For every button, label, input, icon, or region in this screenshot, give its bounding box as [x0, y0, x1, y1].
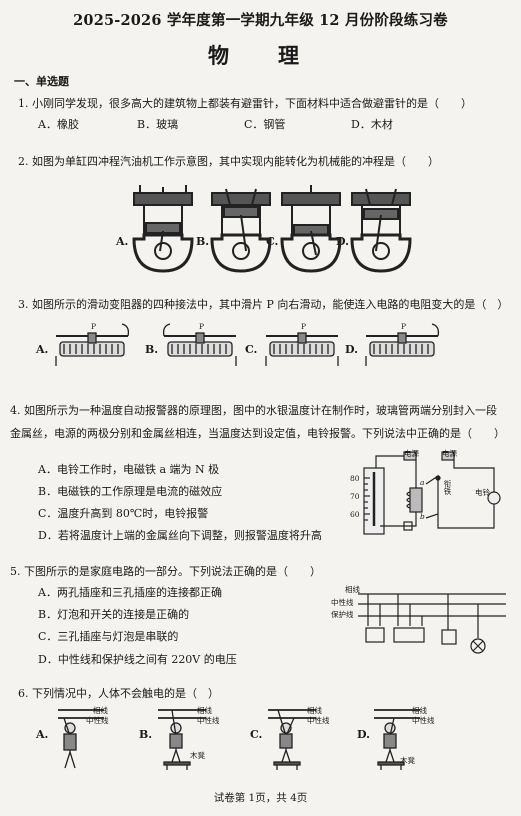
person-figure-d: [374, 709, 420, 770]
q3-label-d[interactable]: D.: [345, 343, 358, 356]
q4-power-label-left: 电源: [404, 449, 419, 458]
q4-bell-label: 电铃: [475, 488, 490, 497]
q3-slider-p-b: P: [199, 322, 205, 331]
q6-b-neutral-label: 中性线: [197, 716, 220, 725]
q4-iron-label: 衔铁: [443, 480, 452, 495]
question-5-stem: 5. 下图所示的是家庭电路的一部分。下列说法正确的是（ ）: [10, 565, 321, 578]
engine-diagram-c: [280, 185, 342, 273]
q1-option-b[interactable]: B．玻璃: [137, 118, 179, 131]
q6-b-stool-label: 木凳: [190, 751, 205, 760]
q4-scale-80: 80: [350, 474, 360, 483]
q1-option-d[interactable]: D．木材: [351, 118, 393, 131]
q5-option-d[interactable]: D．中性线和保护线之间有 220V 的电压: [38, 653, 237, 666]
q5-option-a[interactable]: A．两孔插座和三孔插座的连接都正确: [38, 586, 222, 599]
engine-diagram-a: [132, 185, 194, 273]
q6-label-c[interactable]: C.: [250, 728, 263, 741]
q4-power-label-right: 电源: [442, 449, 457, 458]
q1-option-a[interactable]: A．橡胶: [38, 118, 79, 131]
question-4-stem-line1: 4. 如图所示为一种温度自动报警器的原理图，图中的水银温度计在制作时，玻璃管两端…: [10, 404, 497, 417]
q3-label-a[interactable]: A.: [36, 343, 49, 356]
question-3-stem: 3. 如图所示的滑动变阻器的四种接法中，其中滑片 P 向右滑动，能使连入电路的电…: [18, 298, 509, 311]
q6-d-neutral-label: 中性线: [412, 716, 435, 725]
engine-diagram-d: [350, 188, 412, 273]
q3-label-b[interactable]: B.: [145, 343, 159, 356]
q5-option-b[interactable]: B．灯泡和开关的连接是正确的: [38, 608, 190, 621]
q4-option-c[interactable]: C．温度升高到 80℃时，电铃报警: [38, 507, 209, 520]
q5-earth-wire-label: 保护线: [331, 610, 354, 619]
person-figure-a: [58, 709, 104, 769]
q6-a-neutral-label: 中性线: [86, 716, 109, 725]
q6-c-neutral-label: 中性线: [307, 716, 330, 725]
q2-label-b[interactable]: B.: [196, 235, 210, 248]
q5-option-c[interactable]: C．三孔插座与灯泡是串联的: [38, 630, 179, 643]
q5-neutral-wire-label: 中性线: [331, 598, 354, 607]
question-6-stem: 6. 下列情况中，人体不会触电的是（ ）: [18, 687, 219, 700]
q5-live-wire-label: 相线: [345, 585, 360, 594]
q3-label-c[interactable]: C.: [245, 343, 258, 356]
q6-d-live-label: 相线: [412, 706, 427, 715]
q3-slider-p-c: P: [301, 322, 307, 331]
q6-d-stool-label: 木凳: [400, 756, 415, 765]
q6-label-d[interactable]: D.: [357, 728, 370, 741]
rheostat-diagram-b: [162, 323, 237, 366]
section-heading: 一、单选题: [14, 75, 69, 88]
q4-scale-70: 70: [350, 492, 360, 501]
person-figure-b: [158, 709, 206, 770]
question-4-stem-line2: 金属丝，电源的两极分别和金属丝相连，当温度达到设定值，电铃报警。下列说法中正确的…: [10, 427, 505, 440]
household-circuit-diagram: [358, 593, 506, 654]
q2-label-a[interactable]: A.: [116, 235, 129, 248]
q4-b-label: b: [420, 512, 425, 521]
question-1-stem: 1. 小刚同学发现，很多高大的建筑物上都装有避雷针，下面材料中适合做避雷针的是（…: [18, 97, 472, 110]
q4-a-label: a: [420, 478, 425, 487]
person-figure-c: [268, 709, 316, 770]
subject-title: 物 理: [208, 43, 313, 68]
temperature-alarm-diagram: [363, 451, 501, 535]
exam-title: 2025-2026 学年度第一学期九年级 12 月份阶段练习卷: [73, 12, 448, 29]
q3-slider-p-a: P: [91, 322, 97, 331]
q1-option-c[interactable]: C．钢管: [244, 118, 286, 131]
question-2-stem: 2. 如图为单缸四冲程汽油机工作示意图，其中实现内能转化为机械能的冲程是（ ）: [18, 155, 439, 168]
engine-diagram-b: [210, 188, 272, 273]
q6-a-live-label: 相线: [93, 706, 108, 715]
q4-option-a[interactable]: A．电铃工作时，电磁铁 a 端为 N 极: [38, 463, 220, 476]
rheostat-diagram-d: [365, 323, 440, 366]
q4-scale-60: 60: [350, 510, 360, 519]
rheostat-diagram-a: [55, 323, 130, 366]
q3-slider-p-d: P: [401, 322, 407, 331]
q6-label-a[interactable]: A.: [36, 728, 49, 741]
q6-label-b[interactable]: B.: [139, 728, 153, 741]
page-footer: 试卷第 1页，共 4页: [213, 792, 308, 804]
q4-option-b[interactable]: B．电磁铁的工作原理是电流的磁效应: [38, 485, 223, 498]
q6-c-live-label: 相线: [307, 706, 322, 715]
rheostat-diagram-c: [265, 332, 339, 366]
q4-option-d[interactable]: D．若将温度计上端的金属丝向下调整，则报警温度将升高: [38, 529, 322, 542]
q6-b-live-label: 相线: [197, 706, 212, 715]
